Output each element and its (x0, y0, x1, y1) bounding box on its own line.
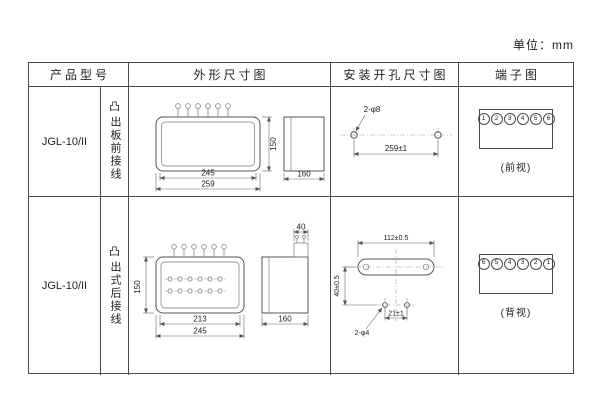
dim-height: 150 (261, 116, 278, 171)
outline-cell-row1: 245 259 150 160 (129, 87, 331, 197)
terminal-circle: 5 (529, 113, 542, 125)
dim-depth: 160 (283, 169, 324, 181)
outline-drawing-front-wiring: 245 259 150 160 (155, 102, 324, 191)
dim-width-inner: 213 (159, 315, 240, 327)
slot-cutout (345, 249, 446, 321)
dim-text-160: 160 (297, 169, 311, 178)
front-view (155, 244, 244, 314)
terminal-circle: 5 (490, 257, 503, 270)
hole-label: 2-φ4 (354, 330, 369, 337)
terminal-circle: 1 (477, 113, 490, 125)
mounting-drawing-front-wiring: 2-φ8 259±1 (339, 105, 452, 157)
terminal-circle: 1 (542, 257, 555, 270)
dim-text-213: 213 (193, 315, 207, 324)
side-view (283, 116, 324, 171)
dim-span-h: 112±0.5 (357, 235, 434, 257)
hole-label: 2-φ8 (363, 105, 380, 114)
terminal-screws (174, 102, 231, 117)
dim-text-21: 21±1 (388, 311, 404, 318)
mounting-drawing-rear-wiring: 112±0.5 40±0.5 21±1 2-φ4 (334, 235, 446, 337)
dim-text-40: 40 (296, 223, 305, 232)
dim-width-inner: 245 (159, 168, 256, 180)
wiring-type-cell-row2: 凸 出式后接线 (101, 197, 129, 375)
side-view (261, 234, 308, 314)
dim-height: 150 (133, 256, 154, 314)
dim-depth: 160 (261, 315, 308, 327)
terminal-cell-row1: 1 2 3 4 5 6 (前视) (459, 87, 573, 197)
mounting-cell-row1: 2-φ8 259±1 (331, 87, 459, 197)
header-outline-drawing: 外形尺寸图 (129, 63, 331, 87)
dim-text-245: 245 (201, 168, 215, 177)
dim-span-v: 40±0.5 (334, 266, 376, 306)
terminal-circle: 2 (490, 113, 503, 125)
terminal-screws (170, 244, 227, 257)
dim-pitch: 21±1 (384, 308, 407, 321)
outline-drawing-rear-wiring: 150 213 245 (133, 223, 308, 339)
header-mounting-drawing: 安装开孔尺寸图 (331, 63, 459, 87)
model-cell-row2: JGL-10/II (29, 197, 101, 375)
dim-text-112: 112±0.5 (383, 235, 408, 242)
dim-text-span: 259±1 (384, 144, 407, 153)
terminal-cell-row2: 6 5 4 3 2 1 (背视) (459, 197, 573, 375)
dim-block-depth: 40 (293, 223, 308, 241)
dim-text-160: 160 (278, 315, 292, 324)
mounting-cell-row2: 112±0.5 40±0.5 21±1 2-φ4 (331, 197, 459, 375)
terminal-circle: 4 (503, 257, 516, 270)
terminal-circle: 3 (516, 257, 529, 270)
dim-text-259: 259 (201, 179, 215, 188)
wiring-type-cell-row1: 凸 出板前接线 (101, 87, 129, 197)
terminal-circle: 2 (529, 257, 542, 270)
convex-icon: 凸 (109, 101, 120, 113)
dim-text-40: 40±0.5 (334, 275, 341, 296)
convex-icon: 凸 (109, 245, 120, 258)
dim-width-outer: 245 (155, 315, 244, 339)
header-product-model: 产品型号 (29, 63, 129, 87)
terminal-circle: 3 (503, 113, 516, 125)
hole-callout: 2-φ8 (355, 105, 380, 131)
terminal-holes (163, 276, 226, 294)
dim-width-outer: 259 (155, 172, 260, 191)
dim-hole-span: 259±1 (353, 140, 438, 157)
terminal-circle: 4 (516, 113, 529, 125)
view-label-front: (前视) (500, 163, 532, 174)
wiring-type-label: 出式后接线 (109, 260, 121, 326)
terminal-diagram-box: 6 5 4 3 2 1 (477, 253, 555, 294)
dim-text-150: 150 (133, 280, 142, 294)
wiring-type-label: 出板前接线 (109, 116, 121, 181)
dim-text-245: 245 (193, 327, 207, 336)
spec-table: 产品型号 外形尺寸图 安装开孔尺寸图 端子图 JGL-10/II 凸 出板前接线 (28, 62, 574, 375)
terminal-diagram-box: 1 2 3 4 5 6 (477, 109, 555, 149)
mounting-holes (349, 127, 442, 142)
outline-cell-row2: 150 213 245 (129, 197, 331, 375)
rear-terminal-block (293, 242, 308, 258)
unit-label: 单位：mm (513, 38, 574, 52)
terminal-circle: 6 (477, 257, 490, 270)
front-view (155, 102, 260, 171)
dim-text-150: 150 (269, 136, 278, 150)
view-label-rear: (背视) (500, 307, 532, 319)
header-terminal-diagram: 端子图 (459, 63, 573, 87)
hole-callout: 2-φ4 (354, 307, 382, 337)
model-cell-row1: JGL-10/II (29, 87, 101, 197)
terminal-circle: 6 (542, 113, 555, 125)
